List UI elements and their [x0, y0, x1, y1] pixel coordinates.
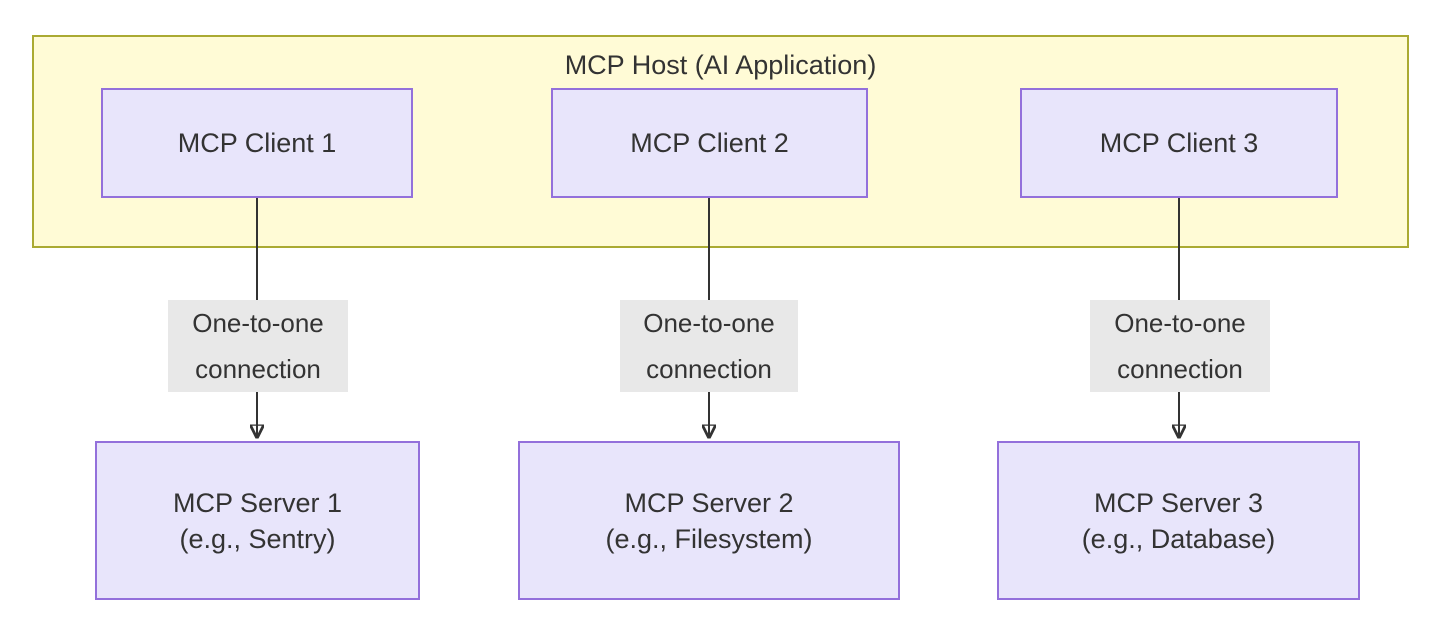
node-mcp-client-3[interactable]: MCP Client 3 [1020, 88, 1338, 198]
node-mcp-client-2-label: MCP Client 2 [630, 128, 789, 158]
node-mcp-server-1-label: MCP Server 1 (e.g., Sentry) [172, 487, 343, 554]
node-mcp-server-3[interactable]: MCP Server 3 (e.g., Database) [997, 441, 1360, 600]
edge-label-one-to-one-2: One-to-one connection [620, 300, 798, 392]
edge-label-one-to-one-1: One-to-one connection [168, 300, 348, 392]
node-mcp-server-1[interactable]: MCP Server 1 (e.g., Sentry) [95, 441, 420, 600]
node-mcp-client-3-label: MCP Client 3 [1099, 128, 1259, 158]
mcp-host-title: MCP Host (AI Application) [564, 50, 877, 80]
node-mcp-client-1[interactable]: MCP Client 1 [101, 88, 413, 198]
edge-label-one-to-one-3: One-to-one connection [1090, 300, 1270, 392]
node-mcp-client-1-label: MCP Client 1 [177, 128, 337, 158]
node-mcp-server-3-label: MCP Server 3 (e.g., Database) [1081, 487, 1276, 554]
node-mcp-server-2-label: MCP Server 2 (e.g., Filesystem) [605, 487, 813, 554]
node-mcp-client-2[interactable]: MCP Client 2 [551, 88, 868, 198]
node-mcp-server-2[interactable]: MCP Server 2 (e.g., Filesystem) [518, 441, 900, 600]
